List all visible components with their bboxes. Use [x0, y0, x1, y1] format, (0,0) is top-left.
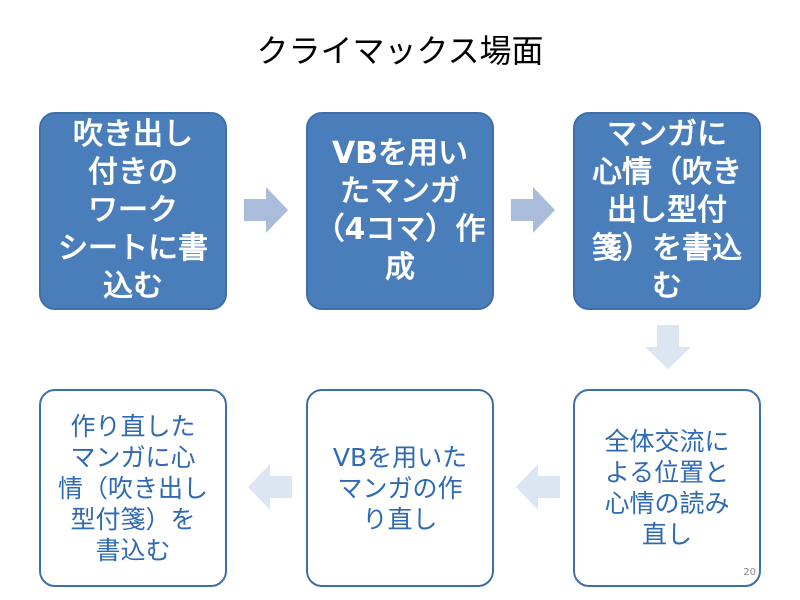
step-2-text: VBを用い たマンガ （4コマ）作 成 — [314, 136, 486, 285]
step-3-box: マンガに 心情（吹き 出し型付 箋）を書込 む — [573, 112, 761, 310]
step-3-text: マンガに 心情（吹き 出し型付 箋）を書込 む — [592, 117, 742, 304]
arrow-down-icon — [645, 325, 691, 369]
step-1-text: 吹き出し 付きの ワーク シートに書 込む — [58, 117, 208, 304]
step-4-box: 全体交流に よる位置と 心情の読み 直し — [573, 389, 761, 587]
arrow-left-icon — [516, 464, 560, 510]
page-number: 20 — [743, 567, 756, 578]
step-5-box: VBを用いた マンガの作 り直し — [306, 389, 494, 587]
step-6-box: 作り直した マンガに心 情（吹き出し 型付箋）を 書込む — [39, 389, 227, 587]
step-2-box: VBを用い たマンガ （4コマ）作 成 — [306, 112, 494, 310]
step-6-text: 作り直した マンガに心 情（吹き出し 型付箋）を 書込む — [57, 411, 208, 565]
step-1-box: 吹き出し 付きの ワーク シートに書 込む — [39, 112, 227, 310]
arrow-right-icon — [244, 187, 288, 233]
arrow-left-icon — [248, 464, 292, 510]
step-5-text: VBを用いた マンガの作 り直し — [332, 442, 468, 534]
slide-title: クライマックス場面 — [256, 32, 544, 70]
step-4-text: 全体交流に よる位置と 心情の読み 直し — [604, 427, 730, 549]
arrow-right-icon — [511, 187, 555, 233]
